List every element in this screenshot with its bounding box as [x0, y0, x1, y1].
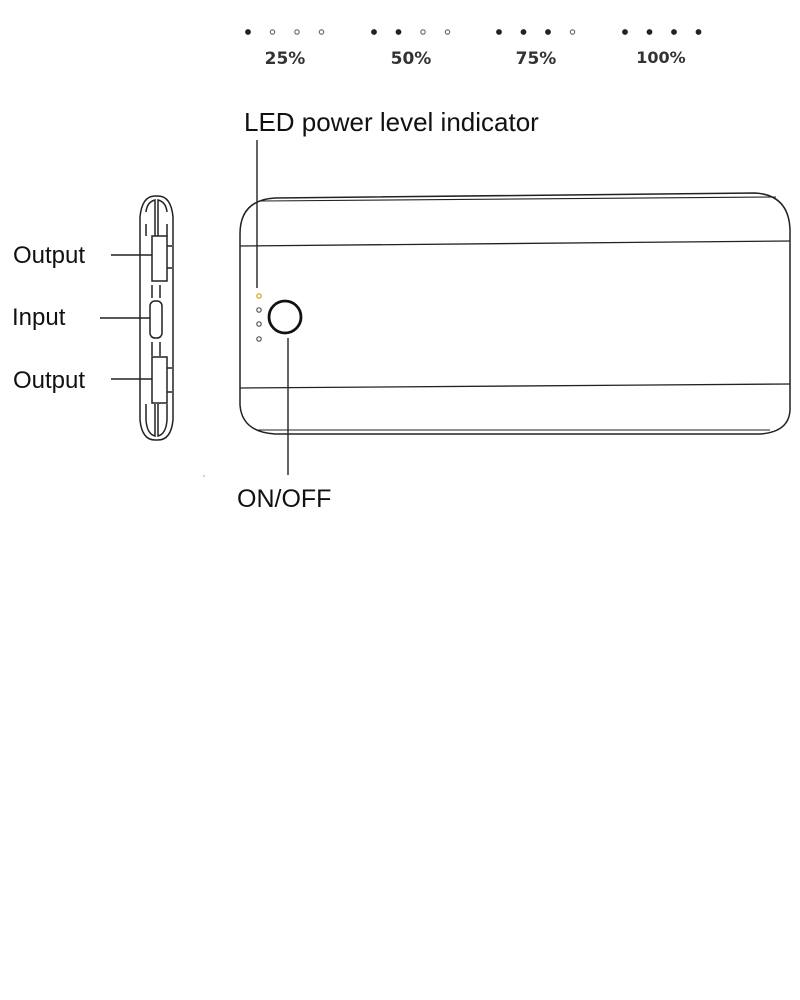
bottom-panel-line: [239, 383, 791, 389]
output-bottom-label: Output: [13, 367, 85, 394]
led-1: [256, 293, 262, 299]
led-dot-off: [294, 29, 300, 35]
led-dot-on: [545, 29, 551, 35]
led-dot-on: [695, 29, 702, 35]
level-dots: [622, 29, 702, 35]
top-panel-line: [239, 240, 791, 247]
led-dot-on: [245, 29, 251, 35]
level-75: 75%: [496, 29, 576, 69]
level-50: 50%: [371, 29, 451, 69]
level-label: 100%: [636, 48, 685, 67]
output-top-label: Output: [13, 242, 85, 269]
level-dots: [496, 29, 576, 35]
input-port: [149, 300, 163, 339]
input-label: Input: [12, 304, 66, 331]
led-dot-off: [444, 29, 451, 35]
led-dot-off: [269, 29, 276, 35]
device-leds: [256, 293, 262, 342]
led-dot-off: [569, 29, 576, 35]
power-button[interactable]: [267, 299, 303, 335]
output-port-top: [151, 235, 168, 282]
led-dot-off: [318, 29, 325, 35]
front-body: [239, 192, 791, 435]
side-view-labels: Output Input Output: [12, 242, 152, 394]
led-dot-on: [371, 29, 377, 35]
level-100: 100%: [622, 29, 702, 67]
power-bank-front-view: [239, 192, 791, 435]
led-3: [256, 321, 262, 327]
level-label: 50%: [391, 49, 432, 69]
led-dot-off: [420, 29, 426, 35]
stray-dot: [203, 475, 205, 477]
output-port-bottom: [151, 356, 168, 404]
led-dot-on: [622, 29, 628, 35]
level-25: 25%: [245, 29, 325, 69]
level-label: 25%: [265, 49, 306, 69]
led-4: [256, 336, 262, 342]
led-dot-on: [520, 29, 527, 35]
power-bank-side-view: [139, 195, 174, 441]
led-dot-on: [395, 29, 402, 35]
on-off-label: ON/OFF: [237, 485, 331, 513]
led-dot-on: [496, 29, 502, 35]
led-indicator-label: LED power level indicator: [244, 107, 539, 137]
level-dots: [245, 29, 325, 35]
led-dot-on: [646, 29, 653, 35]
led-2: [256, 307, 262, 313]
led-dot-on: [671, 29, 677, 35]
level-dots: [371, 29, 451, 35]
level-label: 75%: [516, 49, 557, 69]
led-level-legend: 25% 50% 75% 100%: [245, 29, 702, 69]
